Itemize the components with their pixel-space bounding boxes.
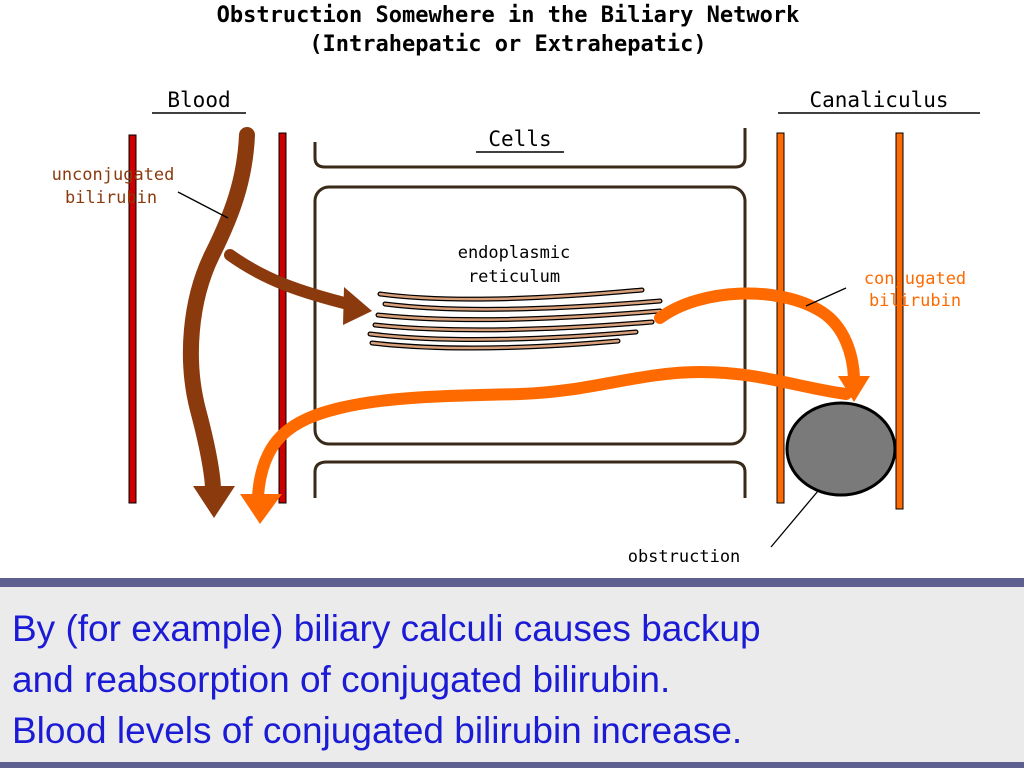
diagram-title-line1: Obstruction Somewhere in the Biliary Net… — [217, 3, 800, 28]
unconjugated-to-er-arrowhead — [343, 287, 372, 325]
endoplasmic-reticulum — [367, 287, 663, 351]
canaliculus-wall-left — [776, 132, 785, 504]
conjugated-label-line1: conjugated — [864, 269, 966, 289]
obstruction-calculus — [785, 401, 897, 497]
unconjugated-pointer-line — [177, 191, 229, 219]
er-label-line2: reticulum — [468, 267, 560, 287]
conjugated-bilirubin-flow — [240, 287, 870, 524]
diagram-title-line2: (Intrahepatic or Extrahepatic) — [309, 32, 706, 57]
cell-top — [313, 128, 747, 169]
canaliculus-wall-right — [895, 132, 904, 510]
er-label-line1: endoplasmic — [458, 243, 571, 263]
conjugated-to-blood-arrowhead — [240, 494, 282, 524]
caption-panel: By (for example) biliary calculi causes … — [0, 578, 1024, 768]
conjugated-pointer-line — [805, 287, 847, 307]
caption-line-2: and reabsorption of conjugated bilirubin… — [12, 659, 671, 700]
cells-header: Cells — [488, 127, 551, 151]
caption-line-3: Blood levels of conjugated bilirubin inc… — [12, 710, 743, 751]
unconjugated-down-arrowhead — [193, 486, 235, 518]
cell-bottom — [313, 460, 747, 498]
biliary-obstruction-diagram: Obstruction Somewhere in the Biliary Net… — [52, 3, 980, 567]
conjugated-label-line2: bilirubin — [869, 291, 961, 311]
cell-middle — [313, 185, 747, 446]
blood-vessel-wall-left — [128, 134, 137, 504]
obstruction-pointer-line — [770, 490, 819, 548]
unconjugated-label-line1: unconjugated — [52, 165, 175, 185]
blood-vessel-wall-right — [278, 132, 287, 504]
unconjugated-bilirubin-flow — [182, 127, 372, 518]
blood-header: Blood — [167, 88, 230, 112]
caption-line-1: By (for example) biliary calculi causes … — [12, 608, 761, 649]
conjugated-to-obstruction-arrowhead — [838, 376, 870, 402]
obstruction-label: obstruction — [628, 547, 741, 567]
unconjugated-label-line2: bilirubin — [65, 188, 157, 208]
canaliculus-header: Canaliculus — [809, 88, 948, 112]
